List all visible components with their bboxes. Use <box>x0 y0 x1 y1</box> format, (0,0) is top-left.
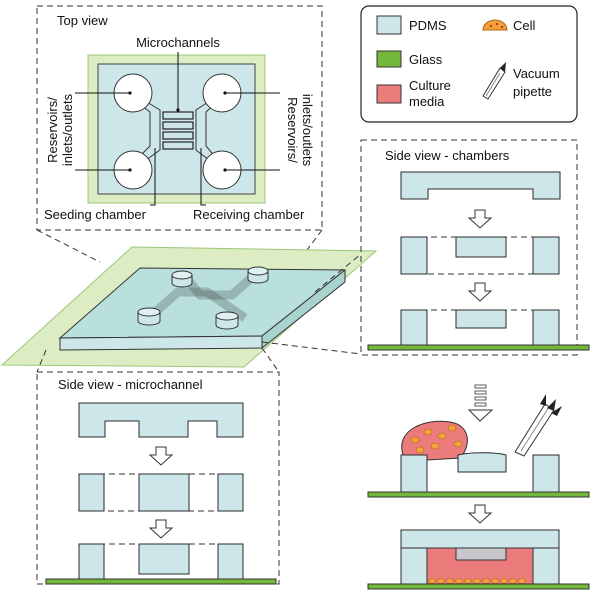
receiving-chamber-callout <box>200 148 206 206</box>
microchannels-label: Microchannels <box>136 35 220 50</box>
seeding-step-right <box>532 454 560 493</box>
chambers-step1-pdms <box>400 171 561 200</box>
legend-culture-label-2: media <box>409 94 445 109</box>
assembled-glass <box>367 583 590 590</box>
reservoirs-left-label-2: inlets/outlets <box>60 93 75 166</box>
chambers-arrow-1 <box>467 209 493 229</box>
legend-pdms-label: PDMS <box>409 18 447 33</box>
microchannel-step3-right <box>217 543 244 580</box>
top-view-title: Top view <box>57 13 108 28</box>
reservoirs-right-label-1: Reservoirs/ <box>285 97 300 163</box>
side-view-microchannel-panel: Side view - microchannel <box>36 371 280 585</box>
legend-vacuum-label-1: Vacuum <box>513 66 560 81</box>
cells-in-drop <box>410 424 463 454</box>
chambers-step3-right <box>532 309 560 346</box>
vacuum-pipette <box>514 394 562 457</box>
legend: PDMS Cell Glass Culture media Vacuum pip… <box>360 5 578 123</box>
legend-vacuum-label-2: pipette <box>513 84 552 99</box>
reservoir-cylinders-3d <box>137 266 269 330</box>
top-view-frame <box>36 5 323 231</box>
microchannel-arrow-2 <box>148 519 174 539</box>
loading-arrow <box>467 384 494 422</box>
receiving-chamber-label: Receiving chamber <box>193 207 305 222</box>
chambers-step3-left <box>400 309 428 346</box>
microchannel-glass <box>45 578 277 585</box>
chambers-step2-right <box>532 236 560 275</box>
seeding-step-middle <box>457 452 507 473</box>
legend-glass-label: Glass <box>409 52 443 67</box>
legend-cell-label: Cell <box>513 18 536 33</box>
microchannel-arrow-1 <box>148 446 174 466</box>
microchannel-step1-pdms <box>78 402 244 438</box>
glass-swatch <box>376 50 402 68</box>
side-view-chambers-title: Side view - chambers <box>385 148 510 163</box>
chambers-step2-middle <box>455 236 507 258</box>
assembled-right <box>532 547 560 585</box>
microchannel-step3-left <box>78 543 105 580</box>
seeding-arrow <box>467 504 493 524</box>
side-view-microchannel-title: Side view - microchannel <box>58 377 203 392</box>
seeding-chamber-callout <box>150 148 156 206</box>
side-view-chambers-frame <box>360 139 578 356</box>
device-3d <box>0 229 378 373</box>
microchannel-step2-right <box>217 473 244 512</box>
legend-box <box>360 5 578 123</box>
chambers-glass <box>367 344 590 351</box>
seeding-chamber-label: Seeding chamber <box>44 207 147 222</box>
assembled-left <box>400 547 428 585</box>
side-view-chambers-panel: Side view - chambers <box>360 139 590 356</box>
microchannel-step3-middle <box>138 543 190 575</box>
seeding-steps <box>367 384 590 590</box>
cells-on-glass <box>428 578 526 584</box>
assembled-microchannel-block <box>455 547 507 561</box>
culture-media-swatch <box>376 84 402 104</box>
seeding-step-left <box>400 454 428 493</box>
microchannels <box>162 111 194 150</box>
microchannel-step2-left <box>78 473 105 512</box>
pdms-slab-side <box>261 268 346 350</box>
pdms-slab-front <box>59 335 263 351</box>
seeding-step-glass <box>367 491 590 498</box>
chambers-step3-middle <box>455 309 507 329</box>
reservoirs-left-label-1: Reservoirs/ <box>45 97 60 163</box>
assembled-top-pdms <box>400 529 560 549</box>
top-view-panel: Top view Microchannels Reservoirs/ <box>36 5 323 231</box>
microchannel-step2-middle <box>138 473 190 512</box>
pdms-swatch <box>376 15 402 35</box>
chambers-arrow-2 <box>467 282 493 302</box>
vacuum-pipette-icon <box>482 62 506 100</box>
reservoirs-right-label-2: inlets/outlets <box>300 94 315 167</box>
legend-culture-label-1: Culture <box>409 78 451 93</box>
chambers-step2-left <box>400 236 428 275</box>
